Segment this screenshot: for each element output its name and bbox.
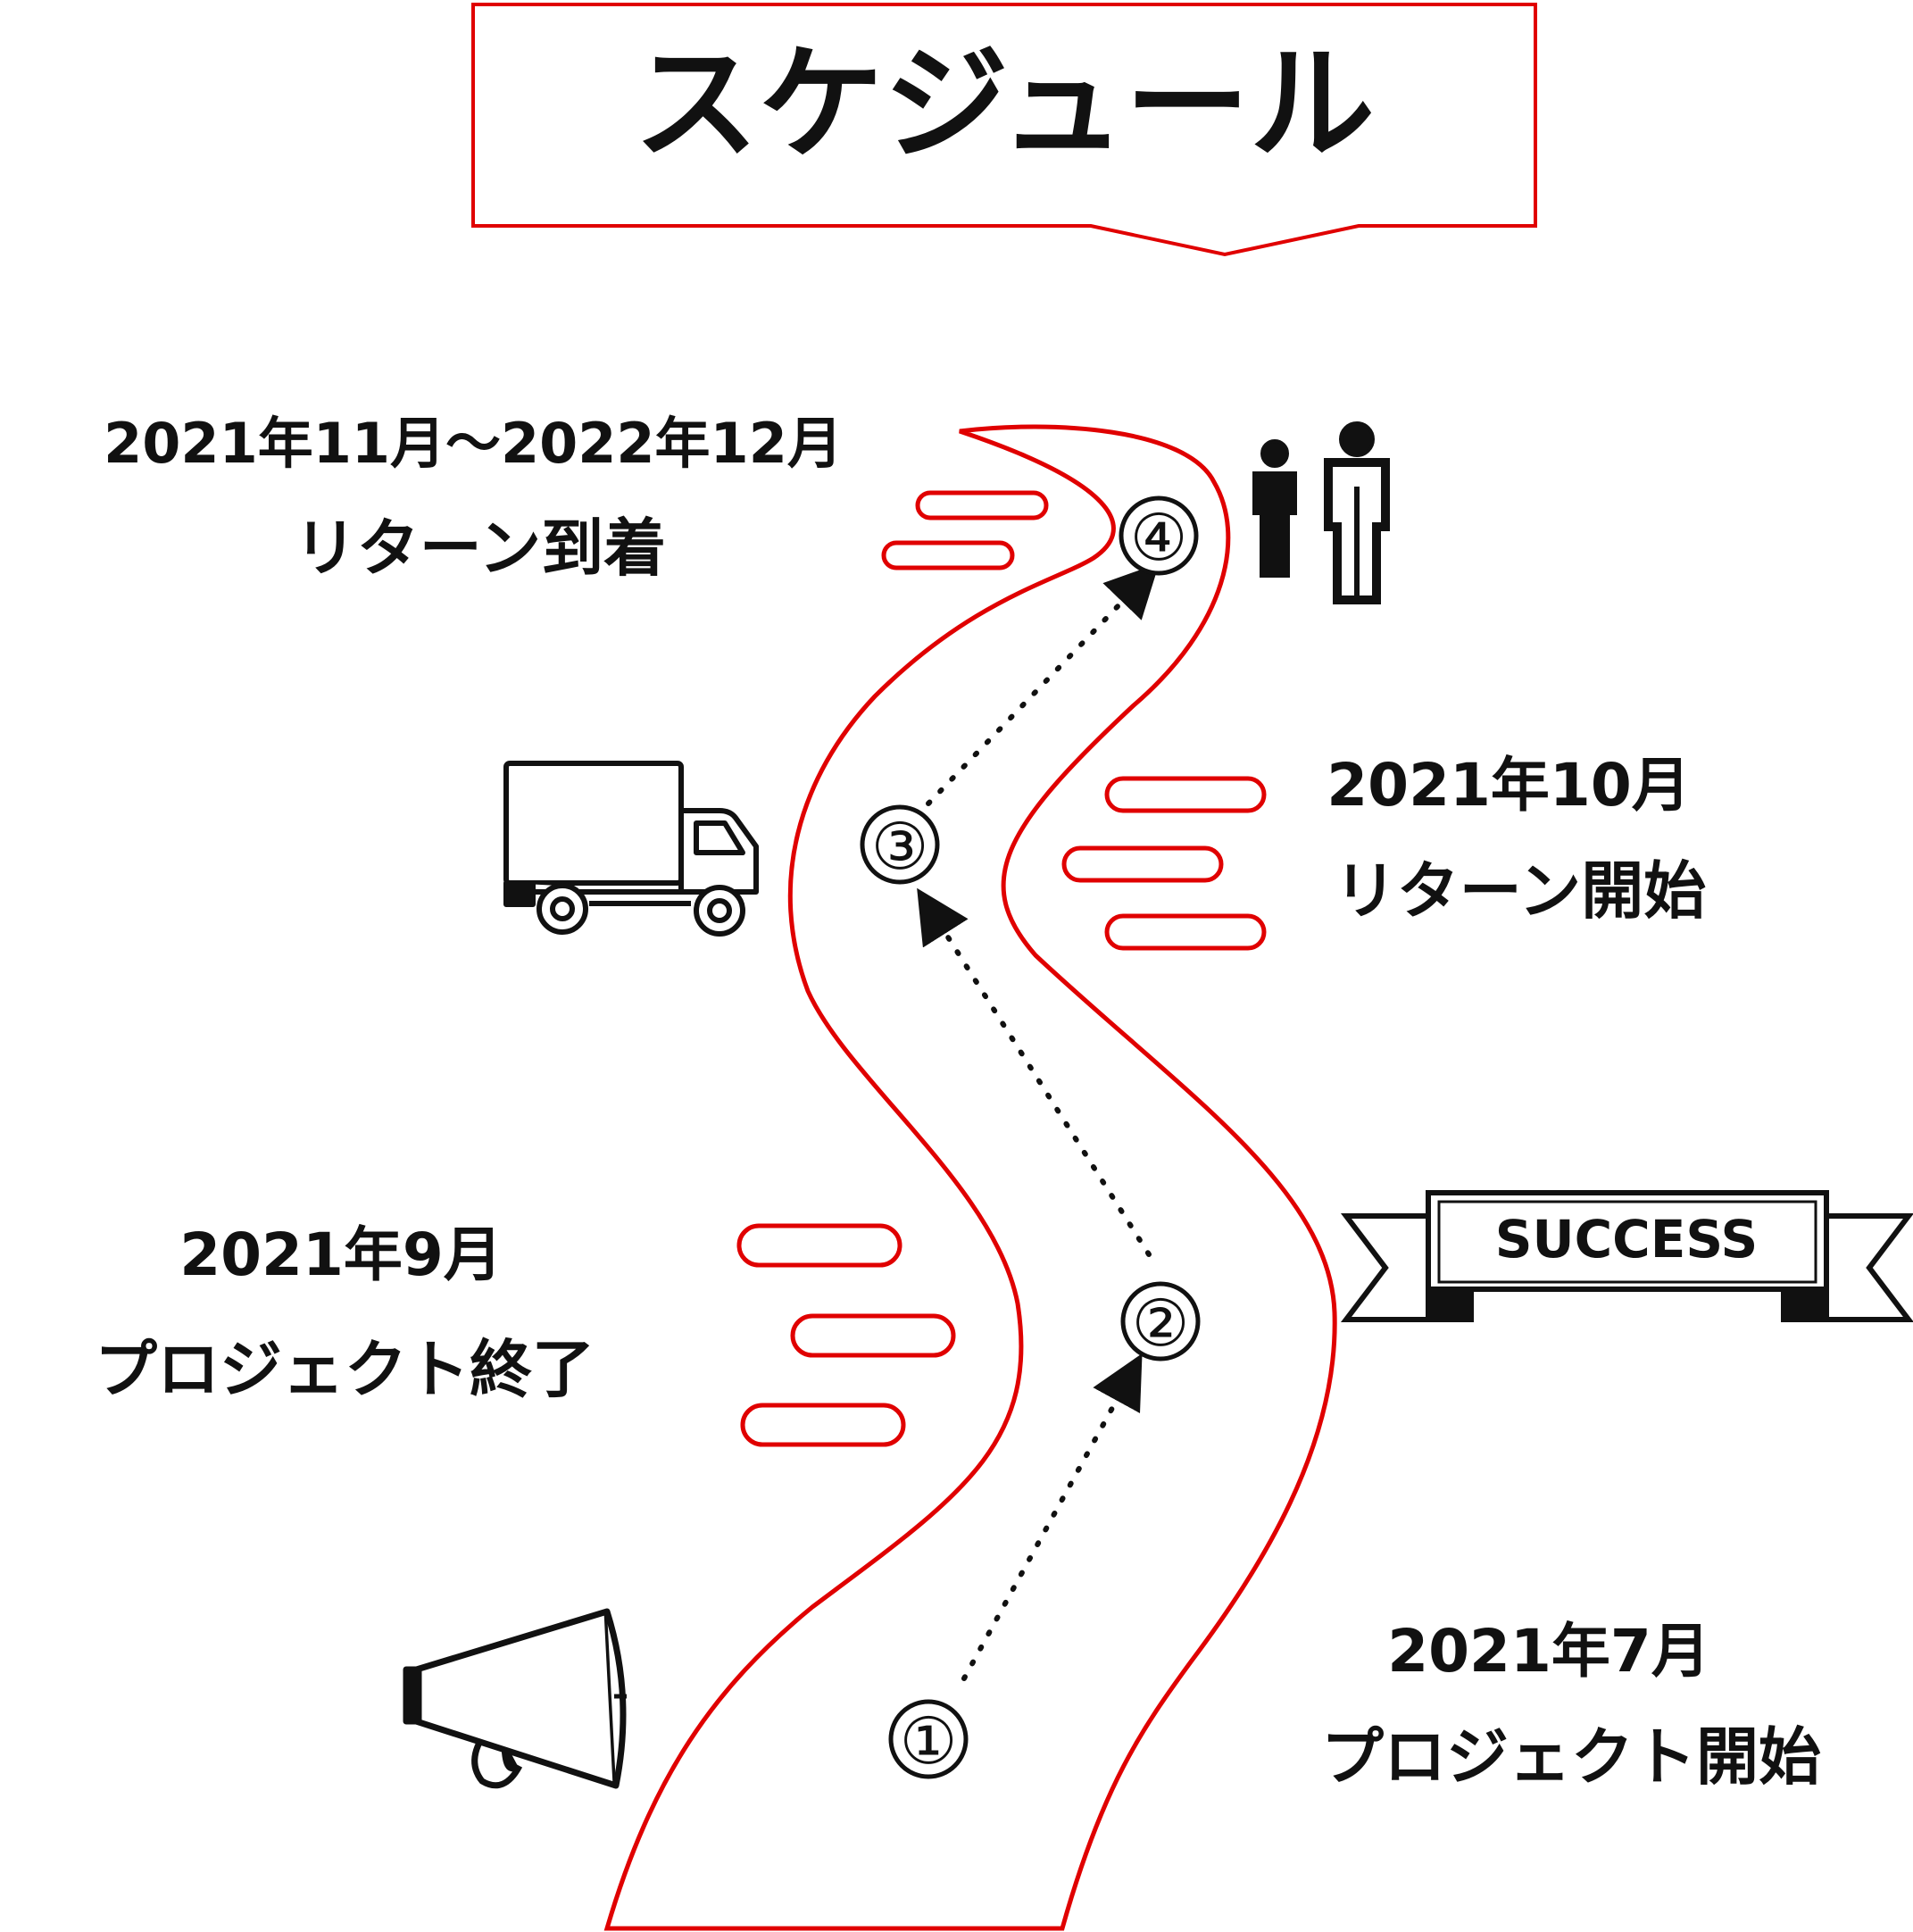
decor-bars-left [736, 1223, 956, 1447]
decor-bars-right [1061, 776, 1267, 951]
title-box-frame [471, 3, 1537, 257]
megaphone-icon [403, 1608, 627, 1789]
milestone-text-2: プロジェクト終了 [95, 1333, 595, 1406]
milestone-marker-3: ③ [860, 804, 940, 885]
milestone-marker-1: ① [888, 1699, 969, 1779]
milestone-label-2: 2021年9月 プロジェクト終了 [95, 1220, 595, 1406]
path-segment-1-2 [961, 1353, 1143, 1681]
success-ribbon-icon [1340, 1190, 1913, 1322]
milestone-label-4: 2021年11月～2022年12月 リターン到着 [104, 411, 843, 585]
milestone-date-4: 2021年11月～2022年12月 [104, 411, 843, 476]
people-icon [1252, 421, 1390, 604]
milestone-label-1: 2021年7月 プロジェクト開始 [1321, 1617, 1821, 1794]
milestone-number-3: ③ [871, 809, 929, 884]
milestone-text-1: プロジェクト開始 [1321, 1720, 1821, 1794]
winding-road [603, 424, 1337, 1931]
decor-bars-top-left [881, 490, 1049, 570]
milestone-date-2: 2021年9月 [179, 1220, 503, 1289]
milestone-text-3: リターン開始 [1335, 854, 1707, 928]
milestone-date-3: 2021年10月 [1327, 751, 1691, 820]
milestone-path [917, 562, 1160, 1681]
milestone-marker-4: ④ [1119, 495, 1199, 576]
milestone-marker-2: ② [1120, 1281, 1201, 1362]
page-title: スケジュール [634, 32, 1375, 178]
title-box: スケジュール [471, 3, 1537, 257]
milestone-number-4: ④ [1130, 500, 1188, 575]
milestone-date-1: 2021年7月 [1387, 1617, 1710, 1686]
path-segment-2-3 [917, 887, 1152, 1257]
milestone-number-2: ② [1132, 1286, 1190, 1361]
truck-icon [503, 761, 759, 937]
path-segment-3-4 [926, 562, 1160, 806]
milestone-number-1: ① [900, 1703, 958, 1778]
success-ribbon-text: SUCCESS [1495, 1209, 1759, 1270]
milestone-label-3: 2021年10月 リターン開始 [1327, 751, 1706, 928]
milestone-text-4: リターン到着 [295, 512, 667, 585]
